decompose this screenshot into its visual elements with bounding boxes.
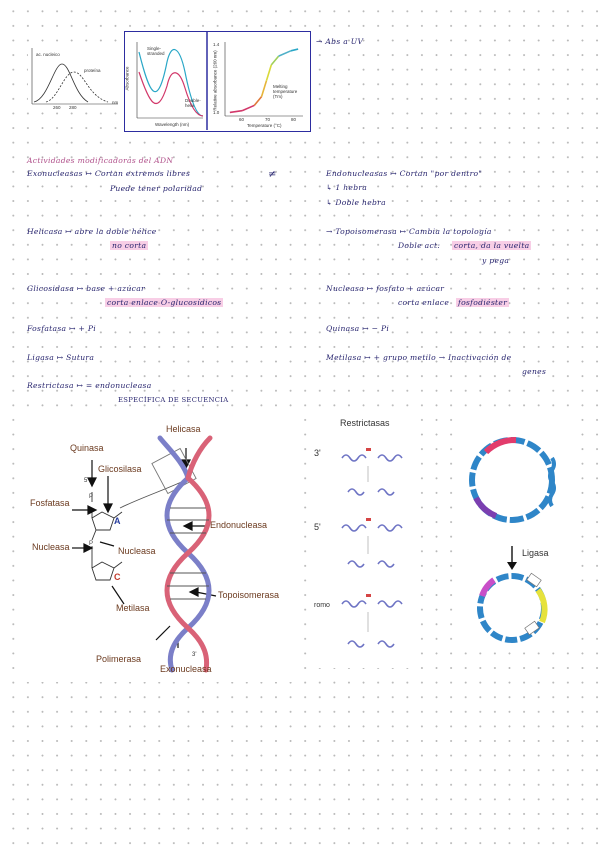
base-c-label: C <box>114 572 121 582</box>
glicosilasa-label: Glicosilasa <box>98 464 142 474</box>
nucleic-acid-label: ac. nucleico <box>36 52 60 57</box>
hyperchromic-plots <box>136 32 303 130</box>
endonucleasa-label: Endonucleasa <box>210 520 268 530</box>
base-a-label: A <box>114 516 121 526</box>
three-prime-overhang: 3' <box>314 448 321 458</box>
single-stranded-label: Single-stranded <box>147 46 165 56</box>
endo-line3: ↳ Doble hebra <box>326 198 386 207</box>
five-prime-label: 5' <box>84 478 89 484</box>
helicasa-line1: Helicasa ↦ abre la doble hélice <box>27 227 157 236</box>
melting-temp-label: Melting temperature (Tm) <box>273 84 298 99</box>
ligase-figure: Ligasa <box>456 418 574 648</box>
absorption-spectrum-plot <box>31 48 118 105</box>
melting-curve-segment <box>290 48 299 52</box>
temperature-label: Temperature (°C) <box>247 123 282 128</box>
xtick-80: 80 <box>291 117 297 122</box>
nucleasa-left-label: Nucleasa <box>32 542 70 552</box>
svg-text:P: P <box>89 494 93 500</box>
melting-curve-segment <box>265 64 273 81</box>
hyperchromic-figure: Single-stranded Double-helix Wavelength … <box>124 31 311 132</box>
exo-line2: Puede tener polaridad <box>110 184 203 193</box>
helicasa-label: Helicasa <box>166 424 201 434</box>
absorbance-label: Absorbance <box>124 66 130 91</box>
nucleasa-line1: Nucleasa ↦ fosfato + azúcar <box>326 284 445 293</box>
absorption-spectrum-figure: ac. nucleico proteína 260 280 nm <box>28 44 122 112</box>
protein-label: proteína <box>84 68 101 73</box>
restriction-svg <box>341 448 403 648</box>
topo-line2a: Doble act: <box>398 241 441 250</box>
notes-heading: Actividades modificadoras del ADN <box>27 156 174 165</box>
metilasa-line2: genes <box>522 367 547 376</box>
dna-diagram-svg: P P <box>72 435 217 673</box>
wavelength-label: Wavelength (nm) <box>155 122 190 127</box>
unit-label: nm <box>112 100 119 105</box>
fosfatasa-label: Fosfatasa <box>30 498 70 508</box>
tick-260: 260 <box>53 105 61 110</box>
xtick-60: 60 <box>239 117 245 122</box>
helicasa-line2: no corta <box>110 241 149 250</box>
quinasa-line: Quinasa ↦ − Pi <box>326 324 390 333</box>
ytick-5: 1.0 <box>213 110 220 115</box>
melting-curve-segment <box>241 104 255 112</box>
metilasa-label: Metilasa <box>116 603 150 613</box>
abs-uv-note: → Abs a UV <box>316 37 364 46</box>
glicosidasa-line2: corta enlace O-glucosídicos <box>105 298 224 307</box>
ytick-1: 1.4 <box>213 42 220 47</box>
nucleasa-line2a: corta enlace <box>398 298 450 307</box>
topoisomerasa-label: Topoisomerasa <box>218 590 280 600</box>
melting-curve <box>229 48 299 114</box>
svg-text:P: P <box>89 541 93 547</box>
five-prime-overhang: 5' <box>314 522 321 532</box>
relative-absorbance-label: Relative absorbance (260 nm) <box>212 50 218 111</box>
quinasa-label: Quinasa <box>70 443 104 453</box>
restrictasa-line1: Restrictasa ↦ = endonucleasa <box>27 381 152 390</box>
nucleasa-line2b: fosfodiéster <box>456 298 510 307</box>
restriction-figure: Restrictasas 3' 5' romo <box>312 418 412 668</box>
dna-enzyme-diagram: P P <box>20 408 300 682</box>
endo-line1: Endonucleasas ↦ Cortan "por dentro" <box>326 169 483 178</box>
fosfatasa-line: Fosfatasa ↦ + Pi <box>27 324 96 333</box>
topo-line2b: corta, da la vuelta <box>452 241 532 250</box>
melting-curve-segment <box>253 96 263 106</box>
nucleasa-right-label: Nucleasa <box>118 546 156 556</box>
restrictasa-line2: ESPECÍFICA DE SECUENCIA <box>118 396 229 404</box>
ligasa-label: Ligasa <box>522 548 549 558</box>
glicosidasa-line1: Glicosidasa ↦ base + azúcar <box>27 284 145 293</box>
ligasa-line: Ligasa ↦ Sutura <box>27 353 95 362</box>
melting-curve-segment <box>260 80 268 97</box>
melting-curve-segment <box>229 109 243 114</box>
melting-curve-segment <box>270 55 280 66</box>
xtick-70: 70 <box>265 117 271 122</box>
tick-280: 280 <box>69 105 77 110</box>
topo-line3: y pega <box>482 256 510 265</box>
polimerasa-label: Polimerasa <box>96 654 142 664</box>
exo-line1: Exonucleasas ↦ Cortan extremos libres <box>27 169 191 178</box>
melting-curve-segment <box>278 50 292 57</box>
topo-line1: → Topoisomerasa ↦ Cambia la topología <box>326 227 492 236</box>
blunt-end-label: romo <box>314 602 330 609</box>
exonucleasa-label: Exonucleasa <box>160 664 212 674</box>
double-helix-label: Double-helix <box>185 98 201 108</box>
endo-line2: ↳ 1 hebra <box>326 183 368 192</box>
restrictasas-title: Restrictasas <box>340 418 390 428</box>
not-equal-sign: ≠ <box>268 169 277 180</box>
metilasa-line1: Metilasa ↦ + grupo metilo → Inactivación… <box>326 353 512 362</box>
three-prime-label: 3' <box>192 652 197 658</box>
ligase-svg <box>469 436 556 643</box>
